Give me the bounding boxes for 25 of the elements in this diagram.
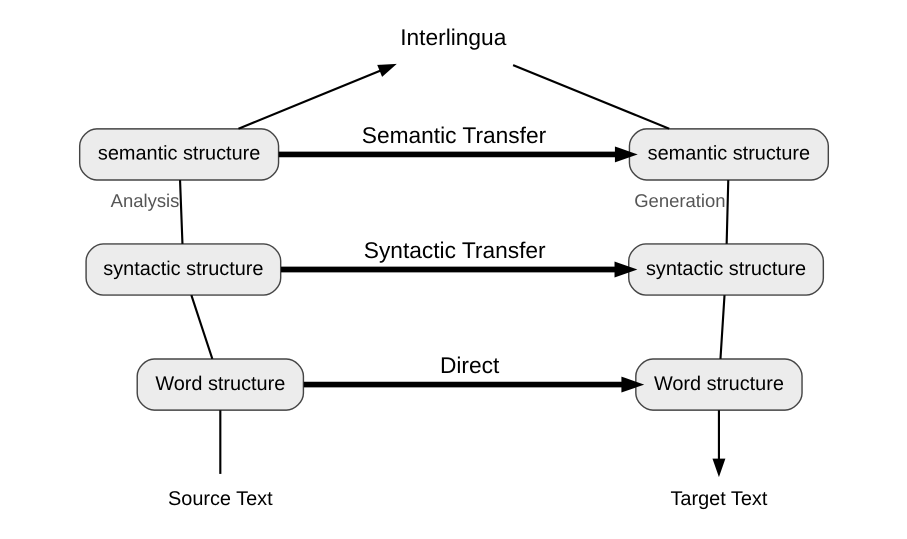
arrow xyxy=(303,376,644,393)
edge-label: Direct xyxy=(439,352,499,378)
node-box: semantic structure xyxy=(78,128,279,181)
node-box: Word structure xyxy=(136,358,304,411)
arrow xyxy=(278,146,638,162)
connector xyxy=(218,410,221,474)
connector xyxy=(725,180,729,244)
node-box: semantic structure xyxy=(628,128,829,181)
arrow xyxy=(712,410,725,478)
node-box: syntactic structure xyxy=(628,243,824,296)
edge-label: Syntactic Transfer xyxy=(363,236,546,263)
arrow xyxy=(238,64,396,130)
node-text: Target Text xyxy=(670,488,767,510)
edge-label: Generation xyxy=(634,190,726,211)
connector xyxy=(718,295,726,359)
node-text: Source Text xyxy=(168,488,272,510)
edge-label: Analysis xyxy=(110,190,179,211)
connector xyxy=(512,64,670,130)
arrow xyxy=(280,262,637,278)
node-box: Word structure xyxy=(634,358,802,411)
connector xyxy=(190,294,213,360)
connector xyxy=(178,180,184,244)
node-text: Interlingua xyxy=(400,24,506,50)
edge-label: Semantic Transfer xyxy=(361,122,546,148)
node-box: syntactic structure xyxy=(84,243,281,296)
